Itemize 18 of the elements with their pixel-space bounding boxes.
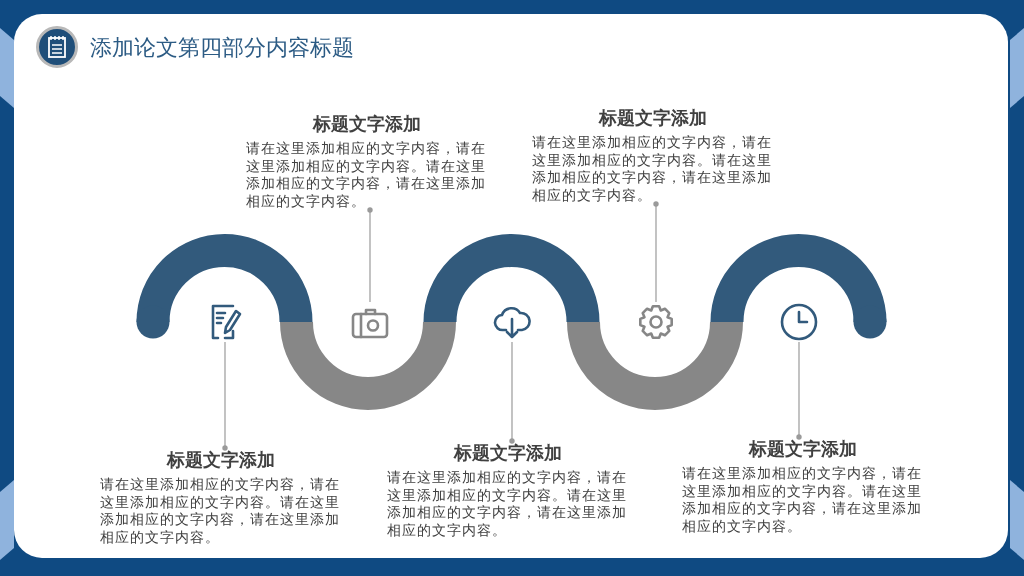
step-heading: 标题文字添加	[313, 113, 421, 136]
page-title: 添加论文第四部分内容标题	[90, 34, 354, 62]
leader-line	[509, 341, 515, 444]
settings-icon	[636, 302, 676, 342]
step-description: 请在这里添加相应的文字内容，请在这里添加相应的文字内容。请在这里添加相应的文字内容，请在这里添加相应的文字内容。	[246, 140, 487, 210]
step-heading: 标题文字添加	[454, 442, 562, 465]
step-heading: 标题文字添加	[599, 107, 707, 130]
clock-icon	[779, 302, 819, 342]
step-heading: 标题文字添加	[749, 438, 857, 461]
leader-line	[653, 201, 659, 303]
step-description: 请在这里添加相应的文字内容，请在这里添加相应的文字内容。请在这里添加相应的文字内容，请在这里添加相应的文字内容。	[387, 469, 628, 539]
step-heading: 标题文字添加	[167, 449, 275, 472]
leader-line	[367, 207, 373, 303]
leader-line	[796, 341, 802, 440]
step-description: 请在这里添加相应的文字内容，请在这里添加相应的文字内容。请在这里添加相应的文字内容，请在这里添加相应的文字内容。	[532, 134, 773, 204]
step-description: 请在这里添加相应的文字内容，请在这里添加相应的文字内容。请在这里添加相应的文字内容，请在这里添加相应的文字内容。	[682, 465, 923, 535]
step-description: 请在这里添加相应的文字内容，请在这里添加相应的文字内容。请在这里添加相应的文字内容，请在这里添加相应的文字内容。	[100, 476, 341, 546]
leader-line	[222, 341, 228, 451]
